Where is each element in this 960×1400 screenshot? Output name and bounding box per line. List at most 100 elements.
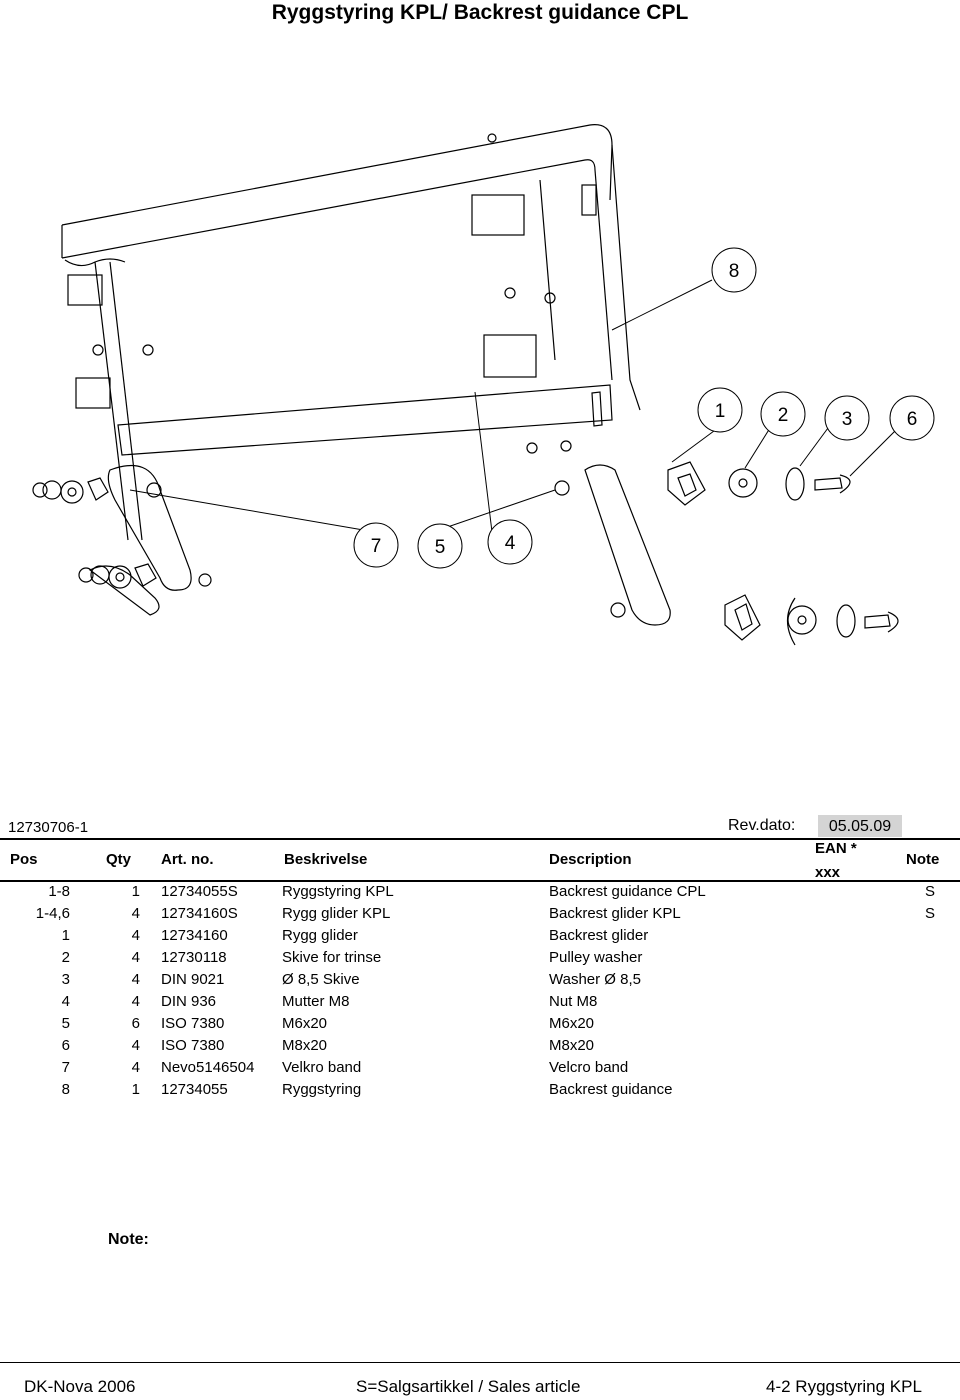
- table-row: 5 6 ISO 7380 M6x20 M6x20: [0, 1015, 960, 1037]
- header-art: Art. no.: [161, 851, 214, 868]
- footer: DK-Nova 2006 S=Salgsartikkel / Sales art…: [0, 1377, 960, 1399]
- table-row: 4 4 DIN 936 Mutter M8 Nut M8: [0, 993, 960, 1015]
- cell-pos: 5: [61, 1015, 70, 1032]
- cell-art: 12730118: [161, 949, 227, 966]
- callout-2: 2: [778, 405, 789, 426]
- table-row: 1-4,6 4 12734160S Rygg glider KPL Backre…: [0, 905, 960, 927]
- cell-description: Backrest glider: [549, 927, 649, 944]
- table-header-rule: [0, 880, 960, 882]
- cell-art: DIN 936: [161, 993, 217, 1010]
- assembly-drawing: 8 1 2 3 6 7 5 4: [32, 124, 935, 646]
- cell-art: 12734160: [161, 927, 228, 944]
- callout-6: 6: [907, 409, 918, 430]
- page-title: Ryggstyring KPL/ Backrest guidance CPL: [271, 1, 689, 24]
- frame-left-rail: [94, 261, 129, 541]
- revision-date: 05.05.09: [818, 815, 902, 837]
- cell-note: S: [924, 883, 935, 900]
- cell-qty: 4: [131, 927, 140, 944]
- screw-1: [814, 477, 843, 491]
- cell-art: 12734055S: [161, 883, 238, 900]
- table-top-rule: [0, 838, 960, 840]
- table-row: 7 4 Nevo5146504 Velkro band Velcro band: [0, 1059, 960, 1081]
- cell-qty: 4: [131, 949, 140, 966]
- cell-pos: 2: [61, 949, 70, 966]
- cell-beskrivelse: Rygg glider: [282, 927, 358, 944]
- cell-beskrivelse: M8x20: [282, 1037, 328, 1054]
- bracket-right: [584, 464, 671, 626]
- callout-7: 7: [371, 536, 382, 557]
- cell-description: Pulley washer: [549, 949, 643, 966]
- cell-description: Nut M8: [549, 993, 598, 1010]
- cell-qty: 4: [131, 905, 140, 922]
- header-ean-sub: xxx: [815, 864, 841, 881]
- callout-4: 4: [505, 533, 516, 554]
- header-description: Description: [549, 851, 632, 868]
- footer-rule: [0, 1362, 960, 1363]
- cell-art: DIN 9021: [161, 971, 225, 988]
- frame-top-bar: [61, 124, 613, 226]
- cell-description: Velcro band: [549, 1059, 629, 1076]
- table-row: 1 4 12734160 Rygg glider Backrest glider: [0, 927, 960, 949]
- cell-pos: 1-8: [48, 883, 70, 900]
- cell-qty: 6: [131, 1015, 140, 1032]
- table-row: 2 4 12730118 Skive for trinse Pulley was…: [0, 949, 960, 971]
- document-number: 12730706-1: [8, 819, 89, 836]
- cell-art: ISO 7380: [161, 1015, 225, 1032]
- footer-center: S=Salgsartikkel / Sales article: [356, 1377, 581, 1396]
- cell-qty: 4: [131, 993, 140, 1010]
- screw-2: [864, 614, 891, 629]
- cell-beskrivelse: Skive for trinse: [282, 949, 382, 966]
- frame-crossbar: [117, 384, 613, 456]
- cell-art: ISO 7380: [161, 1037, 225, 1054]
- header-beskrivelse: Beskrivelse: [284, 851, 368, 868]
- cell-beskrivelse: Velkro band: [282, 1059, 362, 1076]
- table-row: 8 1 12734055 Ryggstyring Backrest guidan…: [0, 1081, 960, 1103]
- header-note: Note: [906, 851, 940, 868]
- cell-description: M6x20: [549, 1015, 595, 1032]
- cell-art: 12734160S: [161, 905, 238, 922]
- cell-qty: 1: [131, 883, 140, 900]
- revision-label: Rev.dato:: [728, 817, 796, 834]
- cell-pos: 6: [61, 1037, 70, 1054]
- document-meta: 12730706-1 Rev.dato: 05.05.09: [0, 815, 960, 839]
- note-label: Note:: [108, 1231, 149, 1248]
- cell-pos: 7: [61, 1059, 70, 1076]
- callout-3: 3: [842, 409, 853, 430]
- bracket-left-lower: [88, 565, 160, 616]
- cell-qty: 4: [131, 1037, 140, 1054]
- table-row: 3 4 DIN 9021 Ø 8,5 Skive Washer Ø 8,5: [0, 971, 960, 993]
- cell-note: S: [924, 905, 935, 922]
- cell-pos: 3: [61, 971, 70, 988]
- callout-8: 8: [729, 261, 740, 282]
- callout-1: 1: [715, 401, 726, 422]
- cell-art: Nevo5146504: [161, 1059, 255, 1076]
- frame-right-rail: [611, 144, 641, 411]
- cell-qty: 1: [131, 1081, 140, 1098]
- cell-description: Backrest guidance: [549, 1081, 673, 1098]
- cell-beskrivelse: Ø 8,5 Skive: [282, 971, 360, 988]
- cell-beskrivelse: Mutter M8: [282, 993, 350, 1010]
- cell-pos: 1-4,6: [35, 905, 70, 922]
- cell-pos: 4: [61, 993, 70, 1010]
- cell-pos: 1: [61, 927, 70, 944]
- glider-1: [667, 461, 706, 506]
- cell-qty: 4: [131, 971, 140, 988]
- cell-beskrivelse: Ryggstyring KPL: [282, 883, 394, 900]
- table-row: 6 4 ISO 7380 M8x20 M8x20: [0, 1037, 960, 1059]
- header-ean: EAN *: [815, 840, 857, 857]
- cell-qty: 4: [131, 1059, 140, 1076]
- header-pos: Pos: [10, 851, 38, 868]
- cell-description: Backrest guidance CPL: [549, 883, 706, 900]
- table-row: 1-8 1 12734055S Ryggstyring KPL Backrest…: [0, 883, 960, 905]
- glider-2: [724, 594, 761, 641]
- footer-right: 4-2 Ryggstyring KPL: [766, 1377, 922, 1396]
- cell-description: Backrest glider KPL: [549, 905, 681, 922]
- cell-beskrivelse: Ryggstyring: [282, 1081, 362, 1098]
- cell-description: M8x20: [549, 1037, 595, 1054]
- footer-left: DK-Nova 2006: [24, 1377, 136, 1396]
- cell-art: 12734055: [161, 1081, 228, 1098]
- cell-beskrivelse: Rygg glider KPL: [282, 905, 391, 922]
- cell-pos: 8: [61, 1081, 70, 1098]
- cell-beskrivelse: M6x20: [282, 1015, 328, 1032]
- cell-description: Washer Ø 8,5: [549, 971, 641, 988]
